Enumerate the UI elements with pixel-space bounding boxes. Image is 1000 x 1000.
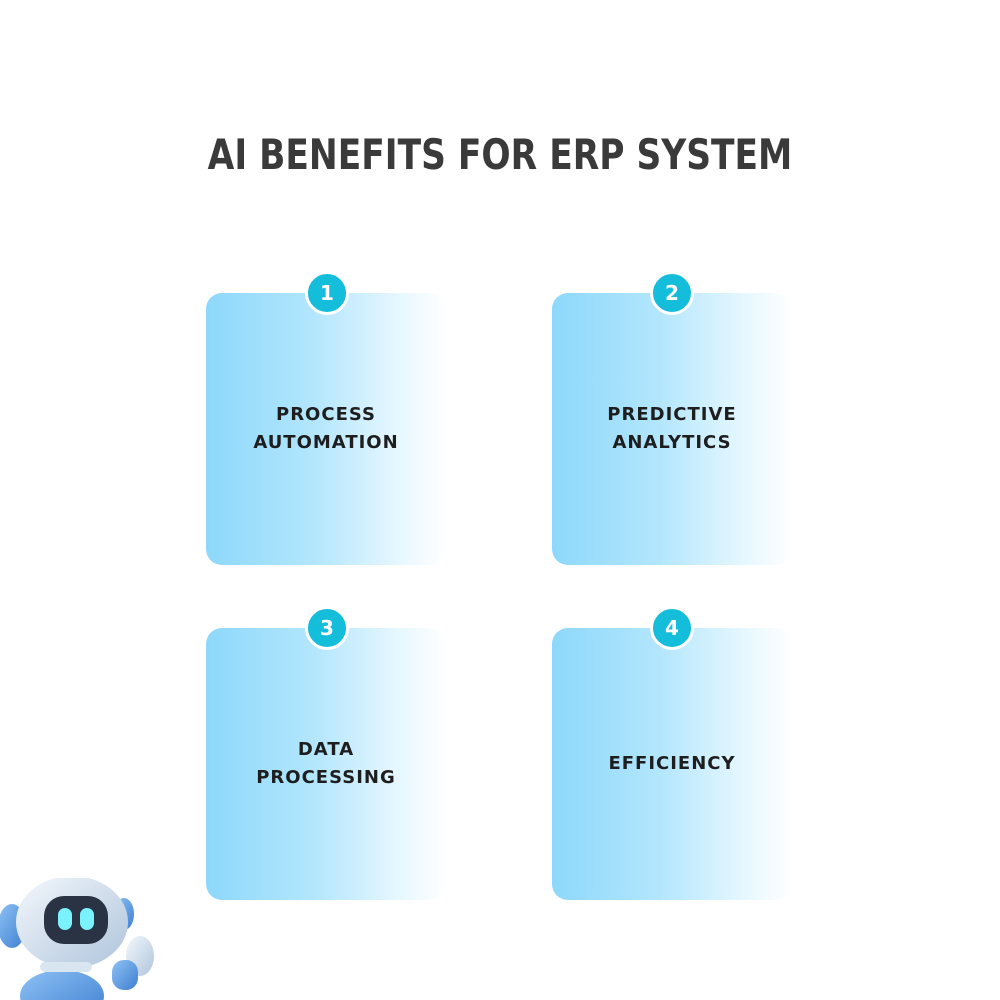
benefit-card-label-line: EFFICIENCY [608, 753, 736, 774]
benefit-card-label: EFFICIENCY [552, 750, 792, 778]
benefit-card-efficiency: EFFICIENCY [552, 628, 792, 900]
benefit-card-label-line: ANALYTICS [612, 432, 732, 453]
benefit-card-process-automation: PROCESS AUTOMATION [206, 293, 446, 565]
page-title: AI BENEFITS FOR ERP SYSTEM [207, 130, 793, 179]
number-badge-4: 4 [650, 606, 694, 650]
benefit-card-predictive-analytics: PREDICTIVE ANALYTICS [552, 293, 792, 565]
benefit-card-label: PROCESS AUTOMATION [206, 401, 446, 457]
benefit-card-label-line: AUTOMATION [253, 432, 399, 453]
benefit-card-label: DATA PROCESSING [206, 736, 446, 792]
number-badge-1: 1 [305, 271, 349, 315]
benefit-card-label-line: PREDICTIVE [607, 404, 737, 425]
benefit-card-label: PREDICTIVE ANALYTICS [552, 401, 792, 457]
number-badge-2: 2 [650, 271, 694, 315]
number-badge-3: 3 [305, 606, 349, 650]
benefit-card-label-line: DATA [297, 739, 355, 760]
benefit-card-label-line: PROCESS [276, 404, 376, 425]
benefit-card-data-processing: DATA PROCESSING [206, 628, 446, 900]
benefit-card-label-line: PROCESSING [256, 767, 396, 788]
robot-mascot-icon [0, 878, 154, 1000]
